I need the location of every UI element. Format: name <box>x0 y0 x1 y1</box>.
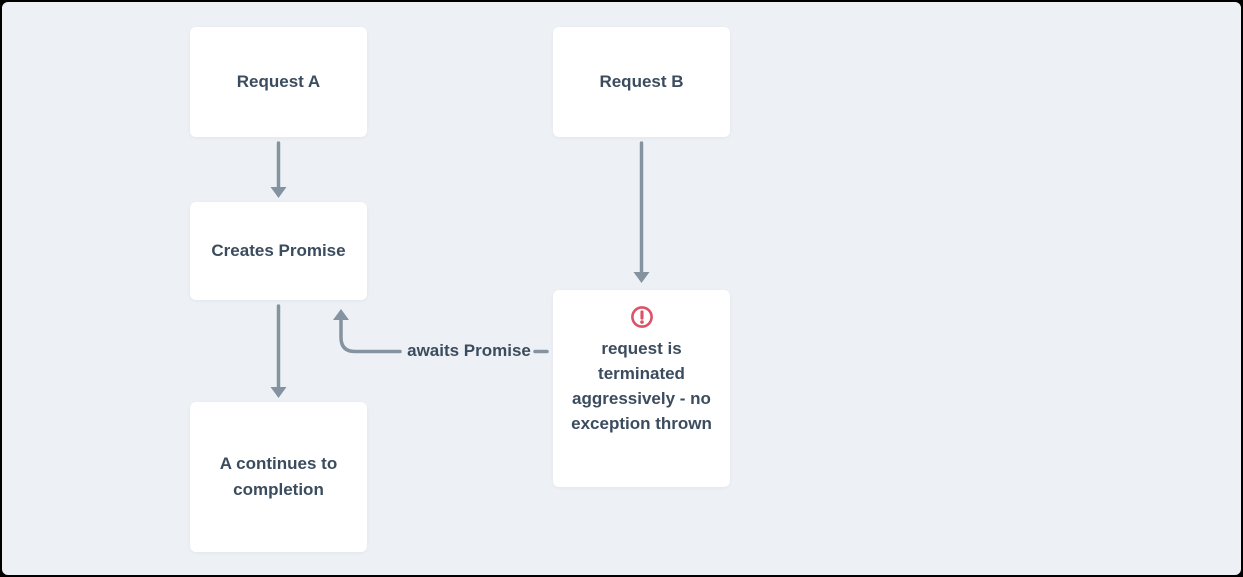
node-request-terminated-label: request is terminated aggressively - no … <box>571 339 712 433</box>
node-request-a: Request A <box>190 27 367 137</box>
arrow-awaits-promise <box>333 309 549 354</box>
node-creates-promise: Creates Promise <box>190 202 367 300</box>
arrow-creates-promise-to-a-continues <box>270 304 287 398</box>
node-request-terminated: request is terminated aggressively - no … <box>553 290 730 487</box>
node-creates-promise-label: Creates Promise <box>211 241 346 260</box>
node-request-a-label: Request A <box>236 72 321 91</box>
node-request-b: Request B <box>553 27 730 137</box>
alert-circle-icon <box>630 305 654 329</box>
node-a-continues-label: A continues to completion <box>219 454 338 499</box>
node-request-b-label: Request B <box>599 72 684 91</box>
arrow-request-a-to-creates-promise <box>270 141 287 198</box>
arrow-request-b-to-terminated <box>633 141 650 283</box>
node-a-continues: A continues to completion <box>190 402 367 552</box>
edge-label-awaits-promise: awaits Promise <box>407 341 531 360</box>
